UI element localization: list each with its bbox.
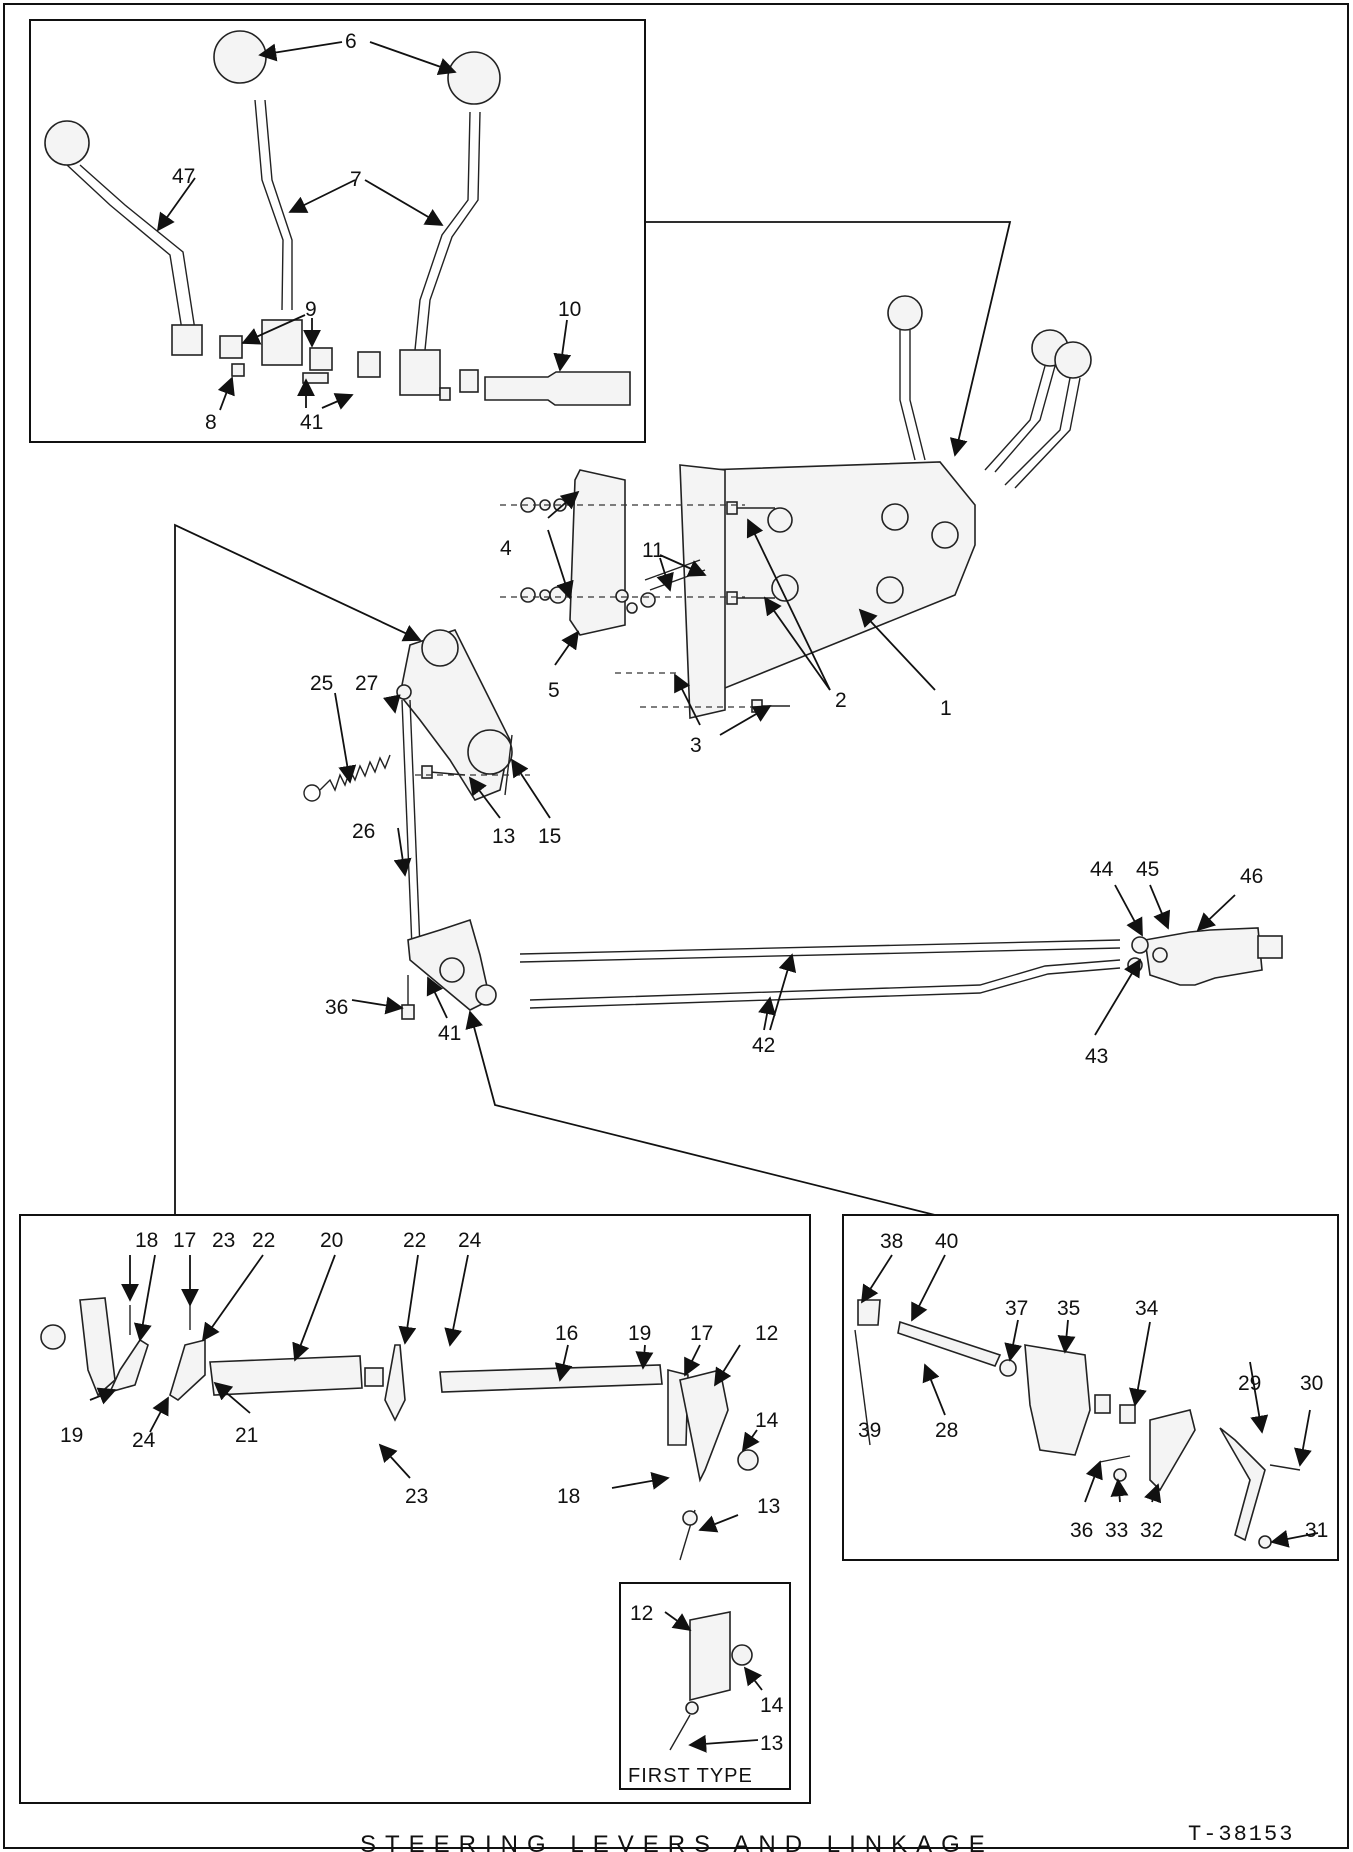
callout-13-a: 13 bbox=[757, 1495, 780, 1518]
page-border bbox=[3, 3, 1349, 1849]
knob-left bbox=[213, 30, 267, 84]
callout-7: 7 bbox=[350, 168, 362, 191]
support-housing bbox=[704, 461, 976, 691]
rod-42-upper bbox=[519, 939, 1121, 955]
mounting-plate bbox=[679, 464, 726, 719]
connector-lower-left-inset bbox=[174, 523, 422, 1215]
callout-29: 29 bbox=[1238, 1372, 1261, 1395]
callout-23-a: 23 bbox=[212, 1229, 235, 1252]
callout-26: 26 bbox=[352, 820, 375, 843]
callout-17-a: 17 bbox=[173, 1229, 196, 1252]
cross-shaft-inset-frame bbox=[19, 1214, 811, 1804]
callout-12-a: 12 bbox=[755, 1322, 778, 1345]
callout-31: 31 bbox=[1305, 1519, 1328, 1542]
callout-24-b: 24 bbox=[132, 1429, 156, 1452]
rod-26 bbox=[401, 699, 413, 949]
callout-3: 3 bbox=[690, 734, 702, 757]
connector-lower-right-inset bbox=[465, 1010, 936, 1216]
callout-38: 38 bbox=[880, 1230, 903, 1253]
shaft-16 bbox=[439, 1364, 663, 1393]
pin-28 bbox=[897, 1320, 1002, 1367]
callout-36-b: 36 bbox=[1070, 1519, 1093, 1542]
cover-plate bbox=[569, 469, 626, 636]
callout-27: 27 bbox=[355, 672, 378, 695]
callout-43: 43 bbox=[1085, 1045, 1108, 1068]
first-type-frame bbox=[619, 1582, 791, 1790]
cross-shaft-inset bbox=[19, 1214, 811, 1804]
knob-main-1 bbox=[887, 295, 923, 331]
callout-32: 32 bbox=[1140, 1519, 1163, 1542]
callout-10: 10 bbox=[558, 298, 581, 321]
callout-2: 2 bbox=[835, 689, 847, 712]
callout-13-main: 13 bbox=[492, 825, 515, 848]
lever-47 bbox=[66, 164, 183, 346]
callout-19-a: 19 bbox=[60, 1424, 83, 1447]
connector-upper-inset bbox=[645, 221, 1012, 457]
spring-25 bbox=[319, 754, 391, 792]
callout-33: 33 bbox=[1105, 1519, 1128, 1542]
callout-11: 11 bbox=[642, 539, 664, 562]
callout-30: 30 bbox=[1300, 1372, 1323, 1395]
callout-16: 16 bbox=[555, 1322, 578, 1345]
callout-6: 6 bbox=[345, 30, 357, 53]
callout-40: 40 bbox=[935, 1230, 958, 1253]
callout-39: 39 bbox=[858, 1419, 881, 1442]
knob-right bbox=[447, 51, 501, 105]
callout-44: 44 bbox=[1090, 858, 1114, 881]
callout-8: 8 bbox=[205, 411, 217, 434]
pivot-inset bbox=[842, 1214, 1339, 1561]
callout-37: 37 bbox=[1005, 1297, 1028, 1320]
levers-inset-frame bbox=[29, 19, 646, 443]
callout-5: 5 bbox=[548, 679, 560, 702]
callout-22-b: 22 bbox=[403, 1229, 426, 1252]
rod-42-lower bbox=[529, 959, 1121, 1001]
pivot-block-35 bbox=[1024, 1344, 1091, 1456]
figure-code: T-38153 bbox=[1188, 1822, 1294, 1847]
callout-41-top: 41 bbox=[300, 411, 323, 434]
knob-main-3 bbox=[1054, 341, 1092, 379]
pivot-inset-frame bbox=[842, 1214, 1339, 1561]
callout-12-b: 12 bbox=[630, 1602, 653, 1625]
callout-18-b: 18 bbox=[557, 1485, 580, 1508]
callout-34: 34 bbox=[1135, 1297, 1159, 1320]
callout-46: 46 bbox=[1240, 865, 1263, 888]
callout-17-b: 17 bbox=[690, 1322, 713, 1345]
callout-41-main: 41 bbox=[438, 1022, 461, 1045]
main-assembly bbox=[303, 295, 1283, 1036]
callout-4: 4 bbox=[500, 537, 512, 560]
callout-36-main: 36 bbox=[325, 996, 348, 1019]
callout-13-b: 13 bbox=[760, 1732, 783, 1755]
callout-42: 42 bbox=[752, 1034, 775, 1057]
callout-18-a: 18 bbox=[135, 1229, 158, 1252]
callout-19-b: 19 bbox=[628, 1322, 651, 1345]
callout-24-a: 24 bbox=[458, 1229, 482, 1252]
knob-lever-47 bbox=[44, 120, 90, 166]
callout-45: 45 bbox=[1136, 858, 1159, 881]
callout-21: 21 bbox=[235, 1424, 258, 1447]
callout-14-a: 14 bbox=[755, 1409, 779, 1432]
callout-22-a: 22 bbox=[252, 1229, 275, 1252]
lever-7-right bbox=[414, 111, 471, 351]
callout-28: 28 bbox=[935, 1419, 958, 1442]
callout-labels: 6 47 7 9 10 8 41 4 11 5 2 1 3 25 27 26 1… bbox=[60, 30, 1328, 1787]
callout-15: 15 bbox=[538, 825, 561, 848]
callout-25: 25 bbox=[310, 672, 333, 695]
callout-47: 47 bbox=[172, 165, 195, 188]
shaft-10 bbox=[484, 371, 631, 406]
figure-caption: STEERING LEVERS AND LINKAGE bbox=[360, 1831, 994, 1852]
callout-35: 35 bbox=[1057, 1297, 1080, 1320]
callout-20: 20 bbox=[320, 1229, 343, 1252]
levers-inset bbox=[29, 19, 646, 443]
shaft-20 bbox=[209, 1355, 363, 1396]
callout-14-b: 14 bbox=[760, 1694, 784, 1717]
callout-9: 9 bbox=[305, 298, 317, 321]
callout-1: 1 bbox=[940, 697, 952, 720]
callout-23-b: 23 bbox=[405, 1485, 428, 1508]
lever-7-left bbox=[254, 99, 284, 311]
first-type-label: FIRST TYPE bbox=[628, 1765, 753, 1787]
